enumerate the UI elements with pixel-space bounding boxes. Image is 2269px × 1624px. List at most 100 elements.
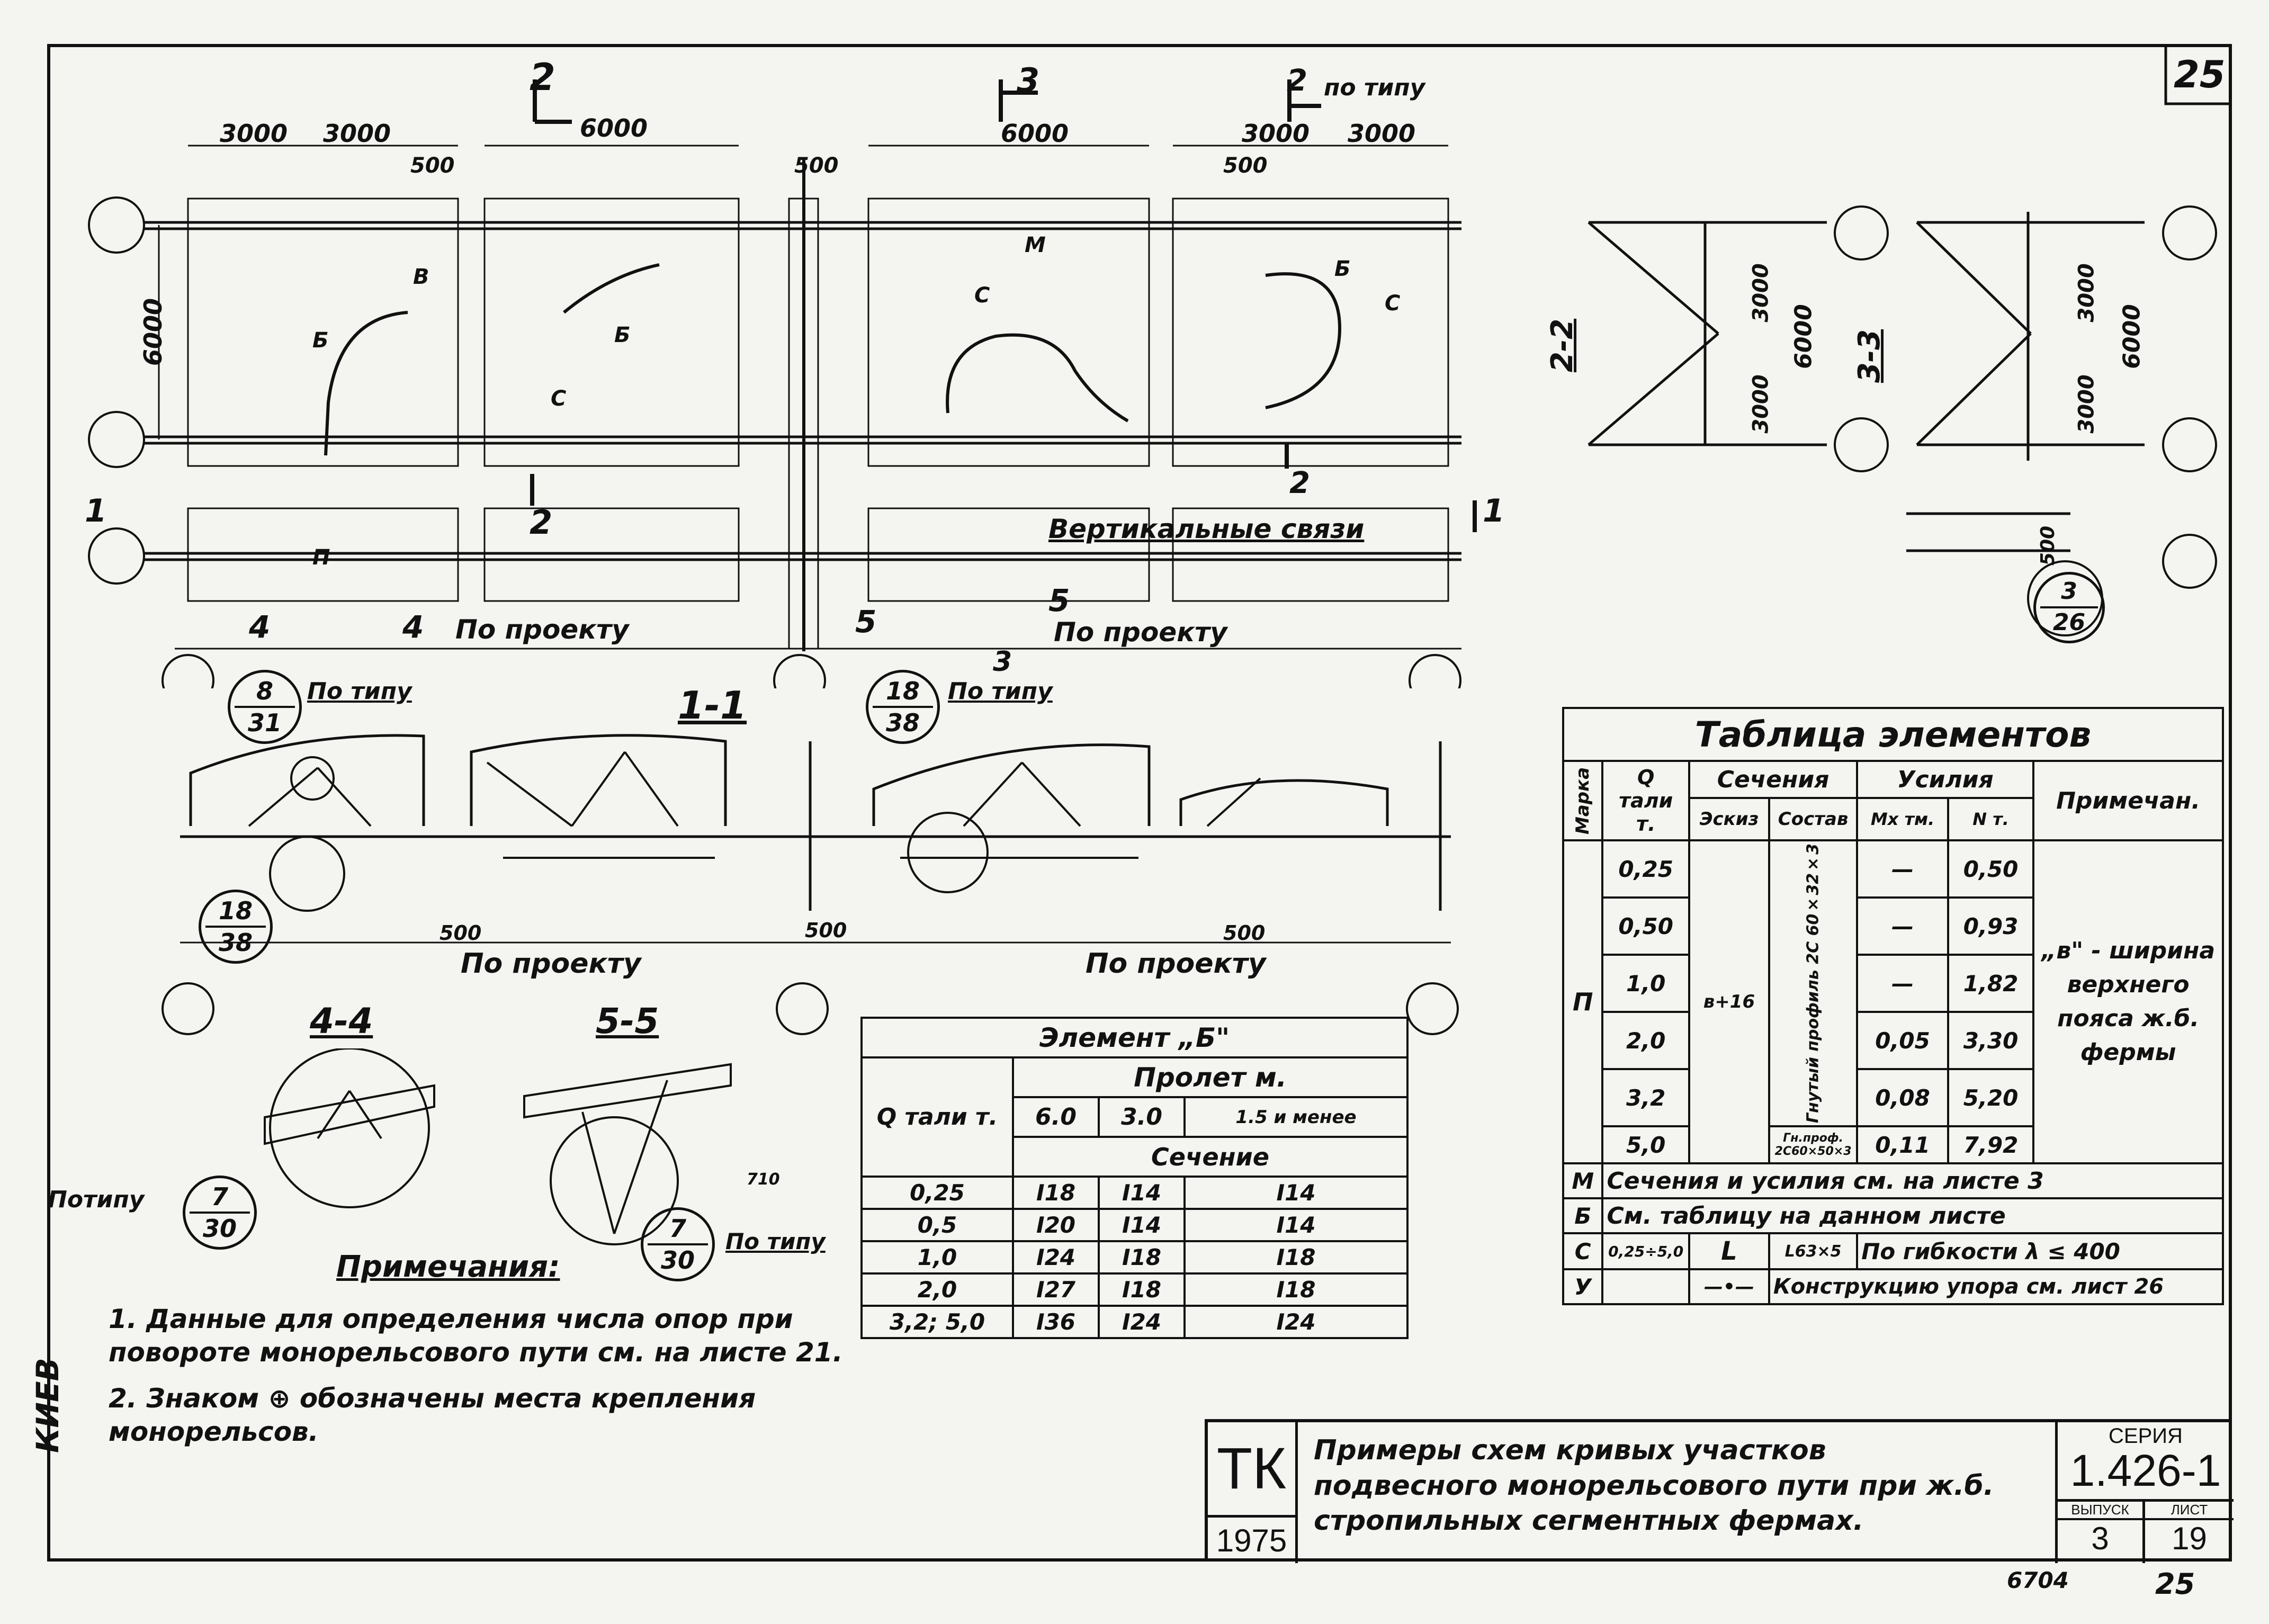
element-letter-c2: С <box>1385 291 1401 316</box>
plan-views <box>88 79 2217 688</box>
vertical-braces-label: Вертикальные связи <box>1048 514 1365 544</box>
elements-sections-header: Сечения <box>1688 760 1859 799</box>
elements-sketch-p: в+16 <box>1688 839 1770 1165</box>
title-block-sheet-cell: ЛИСТ 19 <box>2145 1502 2234 1563</box>
elements-sostav-p: Гнутый профиль 2С 60×32×3 <box>1769 840 1858 1127</box>
sections-2-2-3-3 <box>1588 212 2145 636</box>
elements-n-header: N т. <box>1947 797 2035 841</box>
side-stamp-note: Потипу <box>48 1186 145 1213</box>
section-dim-500-b: 500 <box>805 919 847 942</box>
elements-m-header: Mx тм. <box>1856 797 1949 841</box>
bottom-page-number: 25 <box>2155 1567 2195 1601</box>
section-2-2-title: 2-2 <box>1545 318 1580 373</box>
section-1-1-drawing <box>162 734 1459 1035</box>
element-letter-c1: С <box>551 387 567 411</box>
title-block-sheet: 19 <box>2172 1521 2207 1556</box>
section-dim-500-c: 500 <box>1223 921 1266 945</box>
title-block-org-cell: ТК <box>1208 1422 1298 1518</box>
section-mark-2-bottom-b: 2 <box>1289 466 1310 500</box>
section-mark-2-bottom: 2 <box>530 503 553 542</box>
element-b-span-header: Пролет м. <box>1012 1056 1409 1098</box>
table-row: 2,0 0,05 3,30 <box>1563 1011 2223 1071</box>
detail-callout-18-38-top[interactable]: 18 38 <box>866 670 940 744</box>
po-proektu-b: По проекту <box>1054 617 1227 648</box>
po-tipu-top: по типу <box>1324 74 1425 101</box>
plan-dim-500-c: 500 <box>1223 154 1268 178</box>
elements-sostav-header: Состав <box>1768 797 1859 841</box>
detail-callout-18-38-left[interactable]: 18 38 <box>199 890 273 964</box>
element-b-q-header: Q тали т. <box>860 1056 1014 1178</box>
element-b-section-header: Сечение <box>1012 1136 1409 1178</box>
elements-mark-header: Марка <box>1563 761 1603 840</box>
element-letter-v1: В <box>413 265 429 289</box>
note-item-2: 2. Знаком ⊕ обозначены места крепления м… <box>109 1383 756 1447</box>
plan-dim-6000-b: 6000 <box>1001 119 1069 148</box>
bottom-code: 6704 <box>2007 1567 2069 1593</box>
elements-q-header: Q тали т. <box>1601 760 1690 841</box>
plan-dim-6000-a: 6000 <box>580 114 648 142</box>
plan-dim-3000-b: 3000 <box>323 119 391 148</box>
title-block-series-label: СЕРИЯ <box>2109 1424 2183 1448</box>
callout-label-7-30: По типу <box>725 1228 826 1254</box>
table-row: Б См. таблицу на данном листе <box>1562 1197 2224 1235</box>
po-proektu-c: По проекту <box>461 948 641 980</box>
title-block-title: Примеры схем кривых участков подвесного … <box>1314 1434 1994 1537</box>
element-b-table: Элемент „Б" Q тали т. Пролет м. 6.0 3.0 … <box>860 1017 1409 1339</box>
section-mark-4-b: 4 <box>402 609 424 645</box>
section-dim-710: 710 <box>747 1170 780 1189</box>
element-letter-c3: С <box>974 283 990 308</box>
section-mark-1-right: 1 <box>1483 492 1505 530</box>
plan-dim-3000-d: 3000 <box>1348 119 1416 148</box>
section-2-2-dim-3000-a: 3000 <box>1748 263 1773 322</box>
po-proektu-d: По проекту <box>1086 948 1266 980</box>
table-row: С 0,25÷5,0 L L63×5 По гибкости λ ≤ 400 <box>1562 1232 2224 1271</box>
plan-dim-3000-a: 3000 <box>220 119 288 148</box>
callout-label-8-31: По типу <box>307 678 412 705</box>
section-2-2-dim-6000: 6000 <box>1790 304 1817 369</box>
elements-table-title: Таблица элементов <box>1562 707 2224 762</box>
title-block-sheet-label: ЛИСТ <box>2145 1502 2234 1520</box>
section-5-5-title: 5-5 <box>596 1001 659 1042</box>
elements-forces-header: Усилия <box>1856 760 2035 799</box>
notes-title: Примечания: <box>336 1250 560 1284</box>
elements-note-p: „в" - ширина верхнего пояса ж.б. фермы <box>2032 839 2224 1165</box>
title-block-issue-cell: ВЫПУСК 3 <box>2055 1502 2145 1563</box>
section-dim-500-a: 500 <box>440 921 482 945</box>
element-letter-p1: П <box>312 545 330 570</box>
section-mark-2-tipu: 2 <box>1287 64 1307 98</box>
sheet-corner-number: 25 <box>2174 53 2226 96</box>
section-2-2-dim-3000-b: 3000 <box>1748 374 1773 434</box>
plan-dim-3000-c: 3000 <box>1242 119 1310 148</box>
element-b-span-15: 1.5 и менее <box>1183 1096 1409 1138</box>
elements-note-header: Примечан. <box>2032 760 2224 841</box>
section-mark-4-a: 4 <box>249 609 271 645</box>
plan-dim-500-a: 500 <box>410 154 455 178</box>
title-block-year-cell: 1975 <box>1208 1518 1298 1563</box>
element-letter-m1: М <box>1025 233 1046 257</box>
section-mark-3-top: 3 <box>1017 61 1040 100</box>
detail-callout-7-30-left[interactable]: 7 30 <box>183 1176 257 1250</box>
plan-dim-500-b: 500 <box>794 154 839 178</box>
title-block-year: 1975 <box>1216 1522 1287 1558</box>
section-3-3-dim-3000-a: 3000 <box>2074 263 2099 322</box>
note-item-1: 1. Данные для определения числа опор при… <box>109 1304 843 1368</box>
elements-table: Таблица элементов Марка Q тали т. Сечени… <box>1562 707 2225 1306</box>
table-row: 1,0 — 1,82 <box>1563 954 2223 1013</box>
title-block: ТК 1975 Примеры схем кривых участков под… <box>1205 1419 2234 1563</box>
table-row: П 0,25 в+16 Гнутый профиль 2С 60×32×3 — … <box>1562 839 2224 1165</box>
element-letter-b3: Б <box>1334 257 1351 281</box>
section-1-1-title: 1-1 <box>678 683 747 728</box>
element-b-span-6: 6.0 <box>1012 1096 1100 1138</box>
element-b-title: Элемент „Б" <box>860 1017 1409 1058</box>
table-row: 5,0 Гн.проф. 2С60×50×3 0,11 7,92 <box>1563 1125 2223 1165</box>
elements-sostav-p-last: Гн.проф. 2С60×50×3 <box>1768 1125 1859 1165</box>
detail-callout-3-26[interactable]: 3 26 <box>2033 572 2105 643</box>
elements-mark-p: П <box>1562 839 1604 1165</box>
detail-callout-7-30-right[interactable]: 7 30 <box>641 1207 715 1281</box>
table-row: 1,0 I24 I18 I18 <box>860 1240 1409 1275</box>
detail-callout-8-31[interactable]: 8 31 <box>228 670 302 744</box>
table-row: У —•— Конструкцию упора см. лист 26 <box>1562 1268 2225 1306</box>
section-mark-1-left: 1 <box>85 492 107 530</box>
title-block-org: ТК <box>1216 1436 1287 1501</box>
